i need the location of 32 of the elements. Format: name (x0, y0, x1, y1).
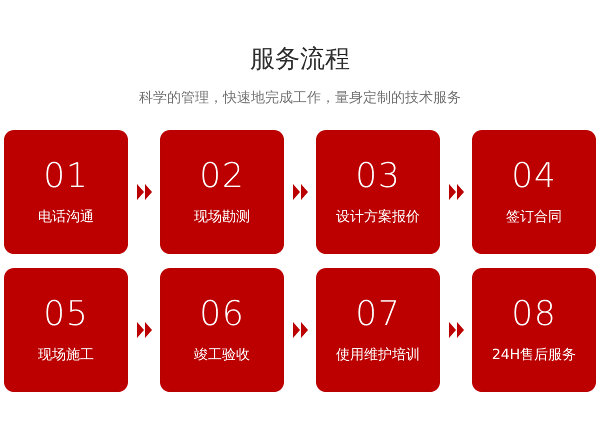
step-label: 设计方案报价 (336, 208, 420, 226)
step-number: 07 (355, 293, 401, 336)
step-label: 24H售后服务 (492, 346, 576, 364)
step-card (472, 130, 596, 254)
step-label: 竣工验收 (194, 346, 250, 364)
title: 服务流程 (250, 43, 350, 75)
step-label: 现场施工 (38, 346, 94, 364)
double-chevron-arrow (293, 322, 308, 338)
step-card (160, 130, 284, 254)
step-card (316, 268, 440, 392)
step-card (4, 268, 128, 392)
double-chevron-arrow (137, 184, 152, 200)
step-number: 01 (43, 155, 89, 198)
step-number: 02 (199, 155, 245, 198)
step-number: 04 (511, 155, 557, 198)
step-number: 06 (199, 293, 245, 336)
step-number: 08 (511, 293, 557, 336)
step-card (4, 130, 128, 254)
double-chevron-arrow (293, 184, 308, 200)
double-chevron-arrow (137, 322, 152, 338)
step-card (472, 268, 596, 392)
step-label: 签订合同 (506, 208, 562, 226)
step-card (316, 130, 440, 254)
step-label: 使用维护培训 (336, 346, 420, 364)
double-chevron-arrow (449, 184, 464, 200)
step-number: 03 (355, 155, 401, 198)
double-chevron-arrow (449, 322, 464, 338)
subtitle: 科学的管理，快速地完成工作，量身定制的技术服务 (139, 89, 461, 107)
step-number: 05 (43, 293, 89, 336)
step-card (160, 268, 284, 392)
step-label: 现场勘测 (194, 208, 250, 226)
step-label: 电话沟通 (38, 208, 94, 226)
